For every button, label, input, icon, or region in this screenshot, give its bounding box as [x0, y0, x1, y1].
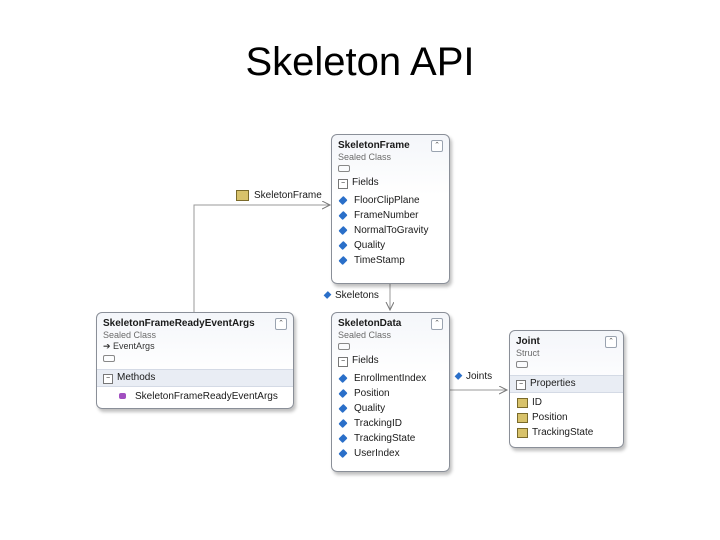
collapse-section-icon[interactable]: − [516, 380, 526, 390]
field-item[interactable]: Position [332, 386, 449, 401]
field-item[interactable]: FloorClipPlane [332, 193, 449, 208]
section-label: Fields [352, 355, 379, 366]
field-item[interactable]: TimeStamp [332, 253, 449, 268]
property-icon [236, 190, 249, 201]
property-icon [517, 413, 528, 423]
class-stereotype: Sealed Class [338, 152, 392, 162]
class-skeleton-data[interactable]: SkeletonData Sealed Class ⌃ −Fields Enro… [331, 312, 450, 472]
class-stereotype: Struct [516, 348, 540, 358]
association-line-skeleton-frame [193, 205, 330, 312]
property-icon [517, 428, 528, 438]
class-name: Joint [516, 336, 540, 347]
section-label: Properties [530, 378, 576, 389]
field-icon [338, 448, 348, 459]
fields-section[interactable]: −Fields [332, 353, 449, 369]
collapse-compartment-icon[interactable] [516, 360, 528, 368]
collapse-chevron-icon[interactable]: ⌃ [431, 318, 443, 330]
class-name: SkeletonFrameReadyEventArgs [103, 318, 255, 329]
slide-title: Skeleton API [245, 40, 475, 84]
class-joint[interactable]: Joint Struct ⌃ −Properties ID Position T… [509, 330, 624, 448]
method-icon [119, 393, 126, 399]
class-name: SkeletonData [338, 318, 402, 329]
association-label-skeleton-frame: SkeletonFrame [236, 190, 322, 201]
section-label: Fields [352, 177, 379, 188]
association-label-skeletons: Skeletons [323, 290, 379, 301]
field-item[interactable]: EnrollmentIndex [332, 371, 449, 386]
field-icon [338, 433, 348, 444]
field-item[interactable]: FrameNumber [332, 208, 449, 223]
collapse-section-icon[interactable]: − [338, 179, 348, 189]
collapse-chevron-icon[interactable]: ⌃ [431, 140, 443, 152]
collapse-compartment-icon[interactable] [103, 354, 115, 362]
section-label: Methods [117, 372, 156, 383]
methods-section[interactable]: −Methods [97, 369, 293, 387]
class-stereotype: Sealed Class [338, 330, 392, 340]
field-item[interactable]: NormalToGravity [332, 223, 449, 238]
field-icon [338, 418, 348, 429]
field-item[interactable]: Quality [332, 238, 449, 253]
field-icon [323, 291, 332, 299]
class-skeleton-frame-ready-event-args[interactable]: SkeletonFrameReadyEventArgs Sealed Class… [96, 312, 294, 409]
properties-section[interactable]: −Properties [510, 375, 623, 393]
field-item[interactable]: TrackingState [332, 431, 449, 446]
collapse-section-icon[interactable]: − [103, 374, 113, 384]
field-icon [454, 372, 463, 380]
field-item[interactable]: UserIndex [332, 446, 449, 461]
collapse-compartment-icon[interactable] [338, 164, 350, 172]
field-icon [338, 240, 348, 251]
field-icon [338, 403, 348, 414]
field-icon [338, 210, 348, 221]
base-class: ➔ EventArgs [103, 341, 155, 351]
class-stereotype: Sealed Class [103, 330, 157, 340]
field-icon [338, 373, 348, 384]
field-item[interactable]: TrackingID [332, 416, 449, 431]
method-item[interactable]: SkeletonFrameReadyEventArgs [97, 389, 293, 404]
class-name: SkeletonFrame [338, 140, 410, 151]
property-icon [517, 398, 528, 408]
collapse-chevron-icon[interactable]: ⌃ [605, 336, 617, 348]
inherit-arrow-icon: ➔ [103, 341, 114, 351]
property-item[interactable]: TrackingState [510, 425, 623, 440]
fields-section[interactable]: −Fields [332, 175, 449, 191]
collapse-section-icon[interactable]: − [338, 357, 348, 367]
field-icon [338, 388, 348, 399]
field-icon [338, 195, 348, 206]
property-item[interactable]: Position [510, 410, 623, 425]
field-item[interactable]: Quality [332, 401, 449, 416]
field-icon [338, 225, 348, 236]
collapse-chevron-icon[interactable]: ⌃ [275, 318, 287, 330]
class-skeleton-frame[interactable]: SkeletonFrame Sealed Class ⌃ −Fields Flo… [331, 134, 450, 284]
association-label-joints: Joints [454, 371, 492, 382]
collapse-compartment-icon[interactable] [338, 342, 350, 350]
field-icon [338, 255, 348, 266]
property-item[interactable]: ID [510, 395, 623, 410]
